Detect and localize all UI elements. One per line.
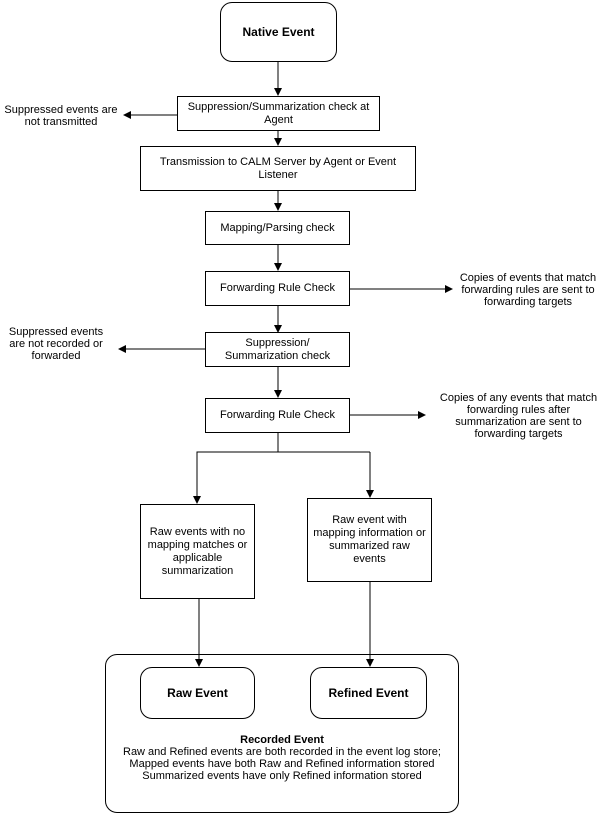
suppression-server-node: Suppression/ Summarization check: [205, 332, 350, 367]
note-forward-copies-2: Copies of any events that match forwardi…: [439, 392, 598, 440]
raw-event-node: Raw Event: [140, 667, 255, 719]
transmission-node: Transmission to CALM Server by Agent or …: [140, 146, 416, 191]
mapping-check-node: Mapping/Parsing check: [205, 211, 350, 245]
raw-with-mapping-node: Raw event with mapping information or su…: [307, 498, 432, 582]
recorded-event-line-2: Mapped events have both Raw and Refined …: [129, 758, 435, 770]
note-not-transmitted: Suppressed events are not transmitted: [4, 104, 118, 128]
native-event-node: Native Event: [220, 2, 337, 62]
raw-no-mapping-node: Raw events with no mapping matches or ap…: [140, 504, 255, 599]
recorded-event-description: Recorded Event Raw and Refined events ar…: [106, 734, 458, 782]
note-not-recorded: Suppressed events are not recorded or fo…: [8, 326, 104, 362]
forwarding-rule-node-2: Forwarding Rule Check: [205, 398, 350, 433]
forwarding-rule-node-1: Forwarding Rule Check: [205, 271, 350, 306]
refined-event-node: Refined Event: [310, 667, 427, 719]
suppression-agent-node: Suppression/Summarization check at Agent: [177, 96, 380, 131]
branch-split-connector: [196, 433, 279, 503]
note-forward-copies-1: Copies of events that match forwarding r…: [459, 272, 597, 308]
recorded-event-line-3: Summarized events have only Refined info…: [142, 770, 422, 782]
recorded-event-line-1: Raw and Refined events are both recorded…: [123, 746, 441, 758]
recorded-event-container: [105, 654, 459, 813]
recorded-event-title: Recorded Event: [240, 734, 324, 746]
